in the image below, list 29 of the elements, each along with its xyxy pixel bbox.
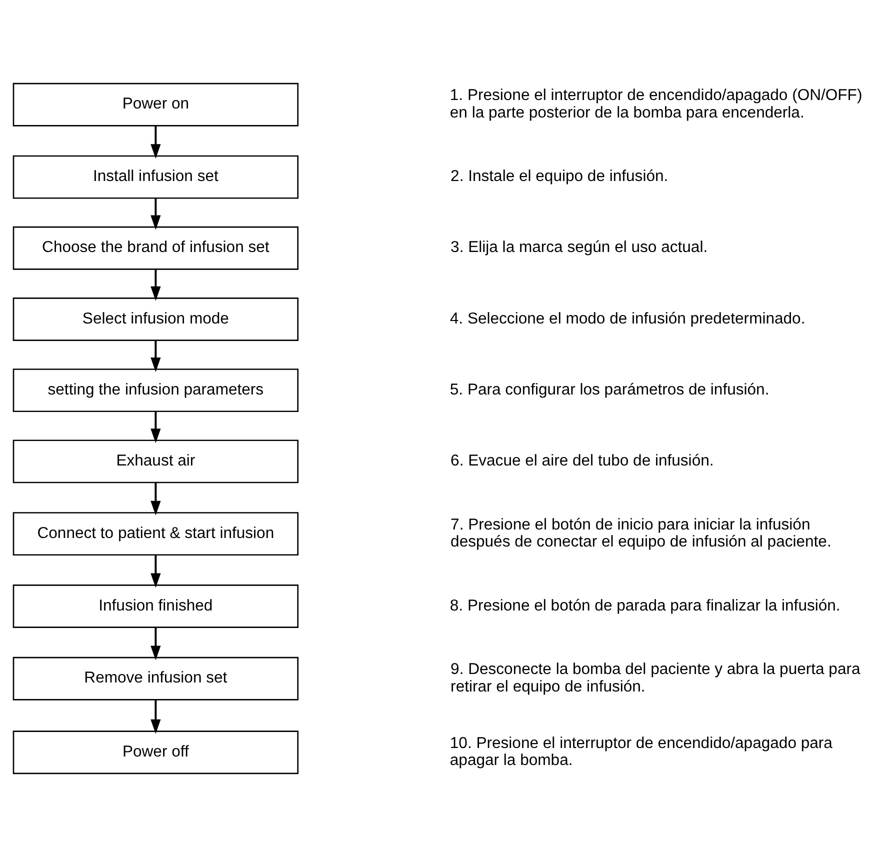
arrow	[150, 125, 161, 158]
arrow	[150, 410, 161, 443]
label: 9. Desconecte la bomba del paciente y abra la puerta para retirar el equipo de infusión.	[450, 660, 860, 695]
arrow	[150, 554, 161, 588]
arrow	[150, 198, 161, 230]
arrow	[150, 268, 161, 300]
label: 3. Elija la marca según el uso actual.	[450, 238, 708, 256]
node-box: Infusion finished	[12, 584, 299, 628]
node-box: Select infusion mode	[12, 297, 299, 340]
label: 2. Instale el equipo de infusión.	[450, 168, 668, 185]
label: 4. Seleccione el modo de infusión predeterminado.	[450, 310, 806, 327]
label: 10. Presione el interruptor de encendido/apagado para apagar la bomba.	[450, 734, 832, 768]
node-box: setting the infusion parameters	[12, 368, 299, 412]
label: 6. Evacue el aire del tubo de infusión.	[450, 452, 714, 469]
node-box: Power on	[12, 82, 299, 126]
node-box: Choose the brand of infusion set	[12, 226, 299, 270]
node-box: Install infusion set	[12, 154, 299, 198]
arrow	[150, 626, 161, 660]
label: 5. Para configurar los parámetros de infusión.	[450, 380, 770, 398]
node-box: Connect to patient & start infusion	[12, 512, 299, 556]
arrow	[150, 699, 161, 734]
label: 1. Presione el interruptor de encendido/apagado (ON/OFF) en la parte posterior de la bomba para encenderla.	[450, 86, 862, 121]
node-box: Remove infusion set	[12, 656, 299, 700]
arrow	[150, 340, 161, 372]
node-box: Exhaust air	[12, 439, 299, 483]
label: 8. Presione el botón de parada para finalizar la infusión.	[450, 596, 840, 614]
label: 7. Presione el botón de inicio para iniciar la infusión después de conectar el equipo de infusión al paciente.	[450, 516, 832, 550]
arrow	[150, 482, 161, 515]
node-box: Power off	[12, 730, 299, 774]
